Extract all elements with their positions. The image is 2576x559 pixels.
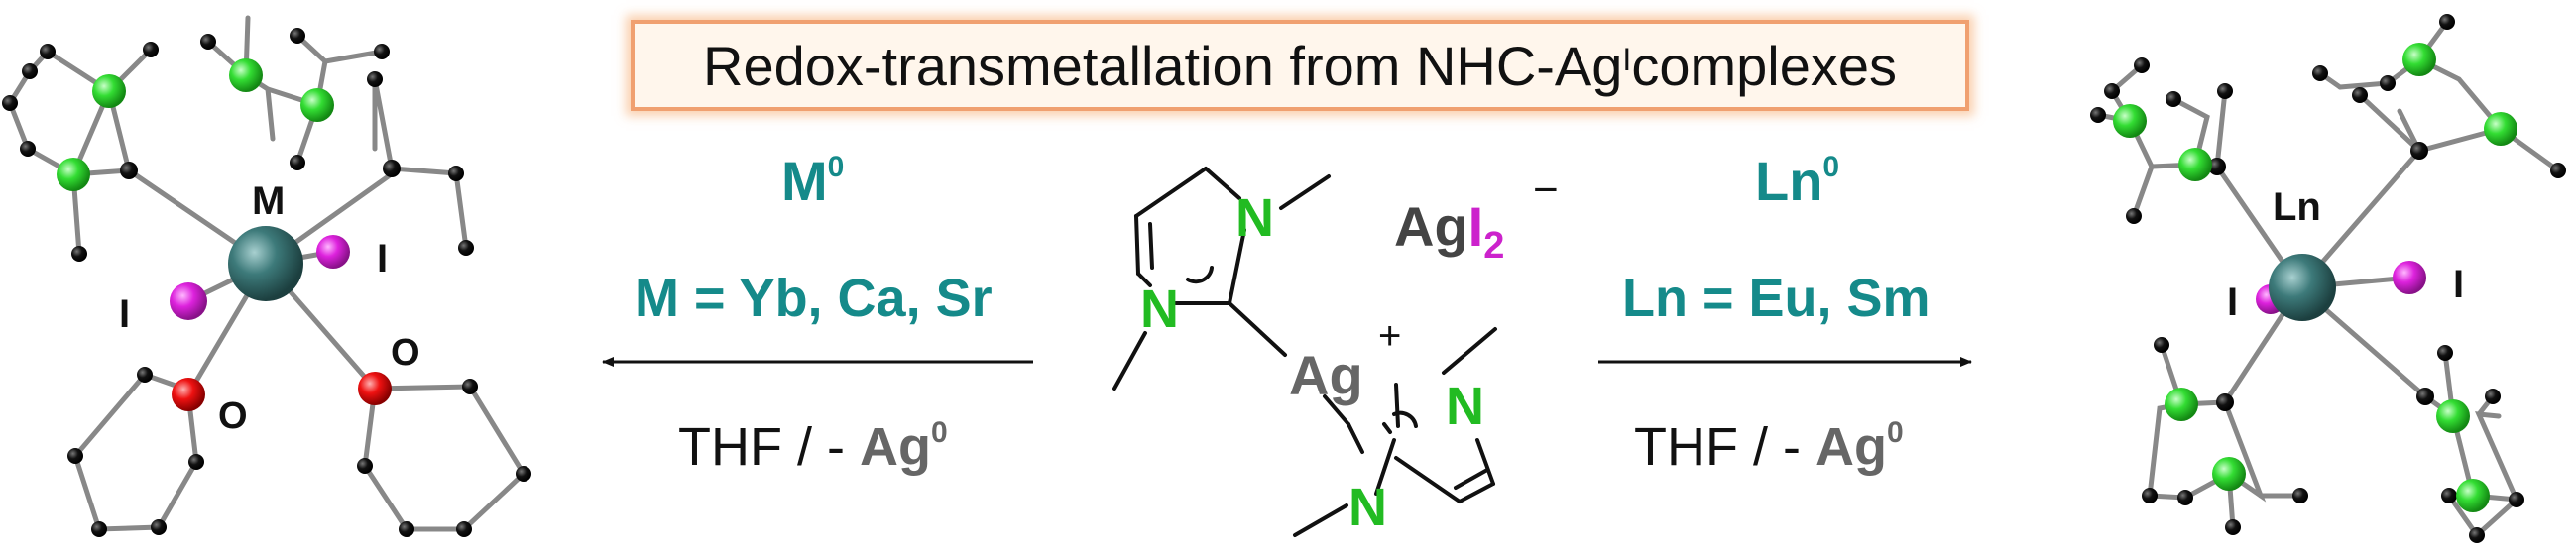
center-n-label-3: N xyxy=(1446,377,1484,436)
right-condition-sup: 0 xyxy=(1886,416,1904,449)
anion-charge: − xyxy=(1533,166,1559,214)
title-superscript: I xyxy=(1622,41,1632,77)
right-iodine-label-2: I xyxy=(2453,263,2464,306)
right-reagent-sup: 0 xyxy=(1822,151,1840,184)
anion-i: I xyxy=(1468,195,1484,258)
center-n-label-4: N xyxy=(1348,478,1387,537)
center-ag-label: Ag xyxy=(1289,344,1363,406)
left-condition-sup: 0 xyxy=(930,416,948,449)
right-metal-label: Ln xyxy=(2273,185,2321,229)
right-iodine-label-1: I xyxy=(2227,280,2238,324)
left-oxygen-label-2: O xyxy=(391,332,420,374)
left-iodine-label-2: I xyxy=(377,237,388,280)
title-suffix: complexes xyxy=(1631,34,1897,97)
left-reagent: M0 xyxy=(781,149,844,213)
left-molecule xyxy=(2,15,531,537)
center-ag-charge: + xyxy=(1378,314,1401,358)
right-reagent-main: Ln xyxy=(1755,150,1823,212)
right-condition-metal: Ag xyxy=(1815,417,1887,477)
right-reagent: Ln0 xyxy=(1755,149,1839,213)
anion-label: AgI2 xyxy=(1394,195,1504,267)
right-condition-prefix: THF / - xyxy=(1634,417,1815,477)
anion-ag: Ag xyxy=(1394,195,1468,258)
center-complex xyxy=(1112,167,1497,537)
center-n-label-1: N xyxy=(1235,188,1274,248)
right-condition: THF / - Ag0 xyxy=(1634,416,1904,478)
left-condition: THF / - Ag0 xyxy=(678,416,948,478)
left-reagent-main: M xyxy=(781,150,828,212)
left-metal-label: M xyxy=(252,179,285,223)
right-reagent-list: Ln = Eu, Sm xyxy=(1622,269,1931,328)
left-condition-metal: Ag xyxy=(859,417,931,477)
anion-sub: 2 xyxy=(1483,225,1504,267)
left-reagent-list: M = Yb, Ca, Sr xyxy=(635,269,993,328)
right-molecule xyxy=(2090,14,2566,543)
center-n-label-2: N xyxy=(1140,280,1179,339)
left-iodine-label-1: I xyxy=(119,292,130,336)
left-condition-prefix: THF / - xyxy=(678,417,860,477)
title-text: Redox-transmetallation from NHC-Ag xyxy=(703,34,1623,97)
left-reagent-sup: 0 xyxy=(827,151,845,184)
left-oxygen-label-1: O xyxy=(218,395,248,437)
